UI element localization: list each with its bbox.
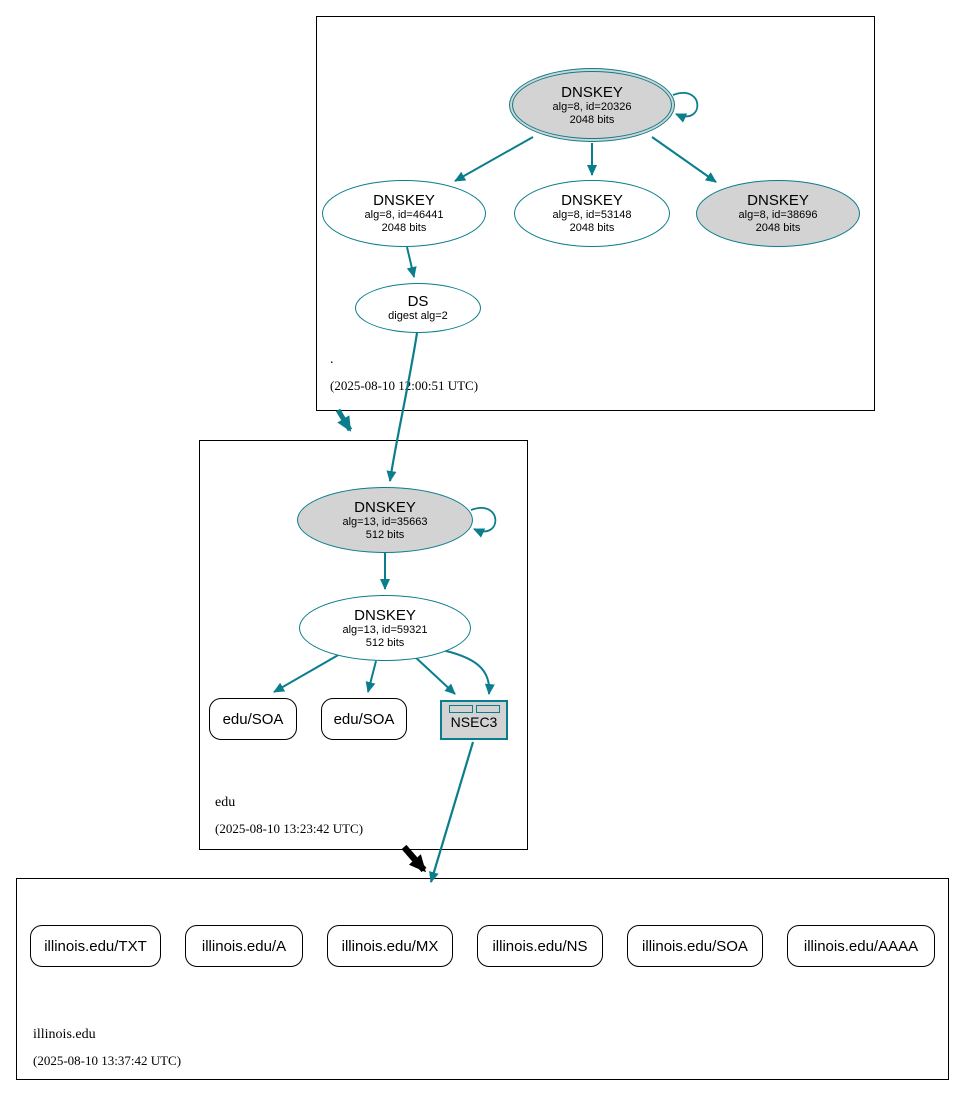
- dnskey-bits: 2048 bits: [569, 222, 615, 235]
- rrset-label: edu/SOA: [222, 710, 284, 728]
- zone-box-edu: [199, 440, 528, 850]
- edge-root-to-edu-delegation: [335, 408, 353, 432]
- dnskey-59321-node[interactable]: DNSKEY alg=13, id=59321 512 bits: [299, 595, 471, 661]
- rrset-illinois-aaaa[interactable]: illinois.edu/AAAA: [787, 925, 935, 967]
- dnskey-alg-id: alg=8, id=46441: [364, 209, 444, 222]
- rrset-label: illinois.edu/MX: [341, 937, 439, 955]
- dnskey-bits: 512 bits: [365, 636, 405, 649]
- dnskey-alg-id: alg=13, id=59321: [342, 623, 428, 636]
- rrset-label: illinois.edu/AAAA: [803, 937, 919, 955]
- rrset-illinois-ns[interactable]: illinois.edu/NS: [477, 925, 603, 967]
- dnskey-53148-node[interactable]: DNSKEY alg=8, id=53148 2048 bits: [514, 180, 670, 247]
- rrset-label: illinois.edu/SOA: [642, 937, 748, 955]
- dnskey-title: DNSKEY: [373, 192, 435, 210]
- dnskey-alg-id: alg=8, id=20326: [552, 100, 632, 113]
- nsec3-label: NSEC3: [450, 714, 498, 730]
- dnskey-alg-id: alg=13, id=35663: [342, 515, 428, 528]
- zone-timestamp-edu: (2025-08-10 13:23:42 UTC): [215, 821, 364, 836]
- dnskey-title: DNSKEY: [561, 192, 623, 210]
- zone-label-root: .: [330, 352, 334, 367]
- dnskey-alg-id: alg=8, id=38696: [738, 209, 818, 222]
- ds-node[interactable]: DS digest alg=2: [355, 283, 481, 333]
- zone-box-root: [316, 16, 875, 411]
- dnskey-bits: 512 bits: [365, 528, 405, 541]
- dnskey-title: DNSKEY: [354, 606, 416, 624]
- rrset-illinois-a[interactable]: illinois.edu/A: [185, 925, 303, 967]
- dnskey-alg-id: alg=8, id=53148: [552, 209, 632, 222]
- zone-timestamp-root: (2025-08-10 12:00:51 UTC): [330, 378, 479, 393]
- rrset-edu-soa-1[interactable]: edu/SOA: [209, 698, 297, 740]
- ds-title: DS: [407, 293, 429, 311]
- rrset-label: illinois.edu/NS: [492, 937, 588, 955]
- rrset-label: illinois.edu/A: [201, 937, 287, 955]
- rrset-label: edu/SOA: [333, 710, 395, 728]
- rrset-illinois-soa[interactable]: illinois.edu/SOA: [627, 925, 763, 967]
- dnskey-38696-node[interactable]: DNSKEY alg=8, id=38696 2048 bits: [696, 180, 860, 247]
- dnskey-title: DNSKEY: [354, 498, 416, 516]
- dnskey-46441-node[interactable]: DNSKEY alg=8, id=46441 2048 bits: [322, 180, 486, 247]
- dnskey-bits: 2048 bits: [569, 113, 615, 126]
- dnskey-bits: 2048 bits: [381, 222, 427, 235]
- rrset-label: illinois.edu/TXT: [44, 937, 147, 955]
- nsec3-node[interactable]: NSEC3: [440, 700, 508, 740]
- zone-label-edu: edu: [215, 795, 236, 810]
- nsec3-cell: [475, 705, 500, 713]
- dnskey-title: DNSKEY: [561, 83, 623, 101]
- zone-timestamp-illinois: (2025-08-10 13:37:42 UTC): [33, 1053, 182, 1068]
- zone-label-illinois: illinois.edu: [33, 1027, 96, 1042]
- nsec3-cells: [448, 705, 500, 713]
- rrset-illinois-txt[interactable]: illinois.edu/TXT: [30, 925, 161, 967]
- nsec3-cell: [448, 705, 473, 713]
- rrset-illinois-mx[interactable]: illinois.edu/MX: [327, 925, 453, 967]
- dnskey-20326-node[interactable]: DNSKEY alg=8, id=20326 2048 bits: [509, 68, 675, 142]
- zone-box-illinois: [16, 878, 949, 1080]
- dnskey-title: DNSKEY: [747, 192, 809, 210]
- rrset-edu-soa-2[interactable]: edu/SOA: [321, 698, 407, 740]
- edge-edu-to-illinois-delegation: [401, 844, 427, 873]
- ds-digest-alg: digest alg=2: [388, 310, 448, 323]
- dnskey-35663-node[interactable]: DNSKEY alg=13, id=35663 512 bits: [297, 487, 473, 553]
- dnskey-bits: 2048 bits: [755, 222, 801, 235]
